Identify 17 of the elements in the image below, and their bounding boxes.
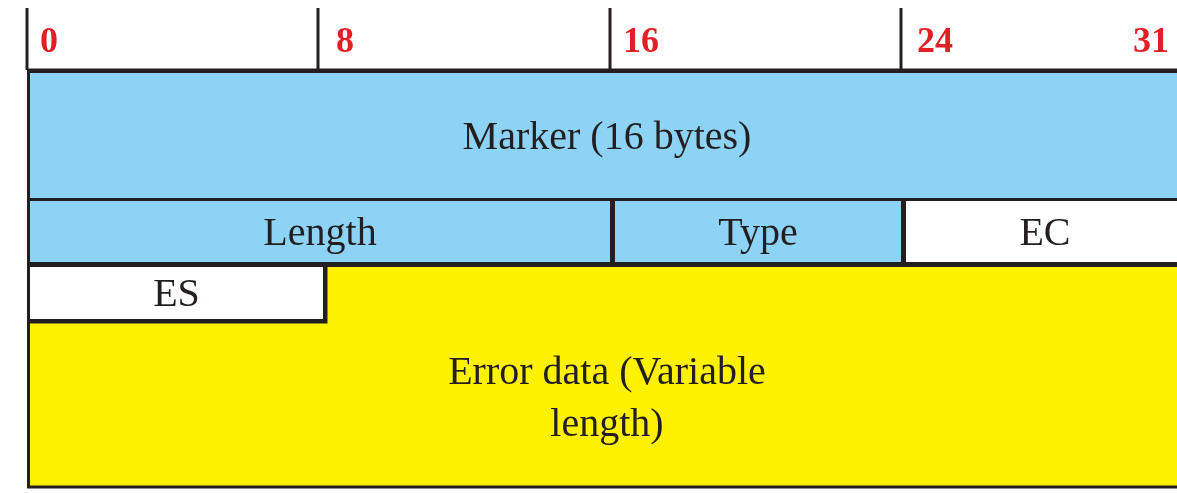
- bit-number: 31: [1133, 22, 1169, 58]
- field-label: Type: [718, 207, 798, 256]
- bit-number: 8: [336, 22, 354, 58]
- field-box: [903, 201, 1177, 265]
- field-box: [27, 264, 326, 322]
- field-label: Length: [263, 207, 377, 256]
- field-box: [612, 201, 904, 265]
- field-label: Error data (Variable length): [447, 347, 767, 447]
- field-region: [27, 264, 1177, 490]
- field-label: ES: [153, 269, 200, 317]
- field-box: [27, 201, 613, 265]
- field-box: [27, 70, 1177, 201]
- field-label: Marker (16 bytes): [462, 111, 752, 160]
- bit-number: 16: [623, 22, 659, 58]
- bit-number: 24: [917, 22, 953, 58]
- bit-number: 0: [40, 22, 58, 58]
- field-label: EC: [1019, 207, 1071, 256]
